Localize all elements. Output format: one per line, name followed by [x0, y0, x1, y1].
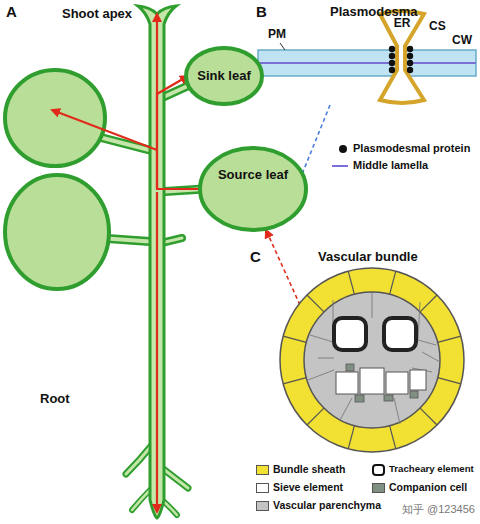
structure-label: CW — [452, 34, 472, 48]
cell-wall — [258, 50, 476, 76]
legend-text: Companion cell — [389, 481, 467, 493]
plant-part-label: Shoot apex — [62, 7, 132, 22]
leaf-outline — [198, 146, 308, 232]
panel-letter: B — [256, 3, 267, 20]
leaf — [5, 70, 105, 166]
legend-shape — [372, 464, 385, 476]
legend-text: Tracheary element — [389, 463, 474, 474]
callout-arrow — [266, 230, 300, 305]
vascular-bundle — [280, 268, 464, 452]
legend-text: Sieve element — [273, 481, 343, 493]
leaf-node: Source leaf — [198, 146, 308, 232]
legend-swatch — [372, 483, 385, 493]
panel-title: Vascular bundle — [318, 250, 418, 265]
legend-text: Plasmodesmal protein — [353, 142, 470, 155]
structure-label: CS — [429, 20, 446, 34]
legend-text: Bundle sheath — [273, 463, 345, 475]
plant-part-label: Root — [40, 392, 70, 407]
stem — [138, 6, 176, 518]
structure-label: PM — [268, 28, 286, 42]
watermark: 知乎 @123456 — [402, 503, 475, 516]
leaf-label: Source leaf — [218, 168, 288, 183]
leaf-shape — [200, 148, 306, 230]
legend-text: Vascular parenchyma — [273, 499, 381, 511]
leader-line — [280, 43, 285, 50]
legend-text: Middle lamella — [353, 159, 428, 172]
structure-label: ER — [394, 17, 411, 31]
legend-swatch — [256, 465, 269, 475]
legend-swatch — [256, 501, 269, 511]
leaf-shape — [186, 48, 262, 104]
panel-letter: A — [6, 3, 17, 20]
endoplasmic-reticulum — [380, 11, 424, 103]
legend-line — [332, 165, 348, 167]
transport-arrow — [52, 14, 157, 512]
leaf — [5, 175, 109, 289]
leaf-label: Sink leaf — [197, 69, 250, 84]
legend-swatch — [256, 483, 269, 493]
panel-letter: C — [250, 248, 261, 265]
leaf-node: Sink leaf — [184, 46, 264, 106]
legend-dot — [339, 145, 347, 153]
plasmodesmal-protein — [389, 46, 413, 73]
